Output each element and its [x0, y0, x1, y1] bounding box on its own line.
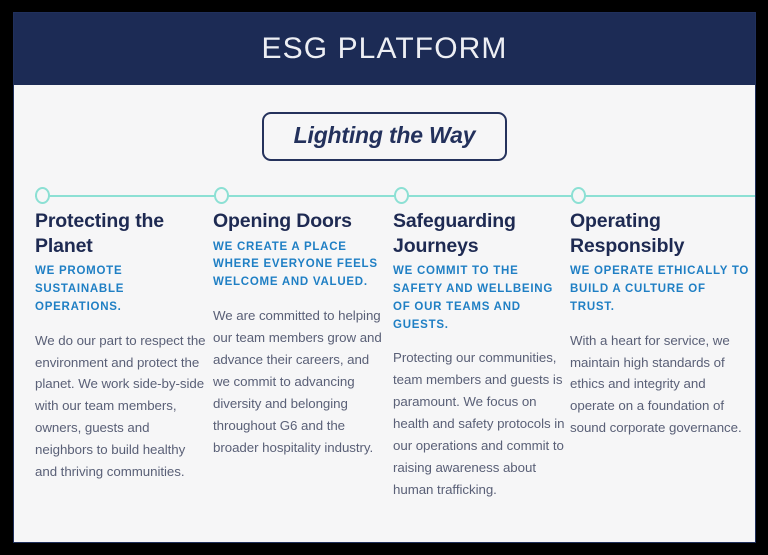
pillar-column-protecting-the-planet: Protecting the Planet WE PROMOTE SUSTAIN…	[35, 209, 207, 483]
pillar-subhead: WE COMMIT TO THE SAFETY AND WELLBEING OF…	[393, 265, 554, 331]
timeline	[14, 184, 755, 208]
pillar-column-safeguarding-journeys: Safeguarding Journeys WE COMMIT TO THE S…	[393, 209, 571, 501]
pillar-subhead: WE CREATE A PLACE WHERE EVERYONE FEELS W…	[213, 240, 378, 289]
pillar-title: Protecting the Planet	[35, 210, 164, 257]
pillar-title: Operating Responsibly	[570, 210, 685, 257]
pillar-columns: Protecting the Planet WE PROMOTE SUSTAIN…	[14, 209, 755, 539]
timeline-node-marker	[35, 187, 50, 204]
page-title: ESG PLATFORM	[261, 32, 508, 65]
timeline-node-marker	[571, 187, 586, 204]
pillar-body: We do our part to respect the environmen…	[35, 332, 206, 480]
pillar-title: Safeguarding Journeys	[393, 210, 516, 257]
header-band: ESG PLATFORM	[14, 13, 755, 85]
pillar-subhead: WE PROMOTE SUSTAINABLE OPERATIONS.	[35, 265, 125, 313]
tagline-label: Lighting the Way	[293, 122, 476, 148]
timeline-node-marker	[214, 187, 229, 204]
pillar-subhead: WE OPERATE ETHICALLY TO BUILD A CULTURE …	[570, 265, 750, 313]
pillar-body: Protecting our communities, team members…	[393, 350, 565, 497]
timeline-node-marker	[394, 187, 409, 204]
pillar-column-opening-doors: Opening Doors WE CREATE A PLACE WHERE EV…	[213, 209, 389, 459]
tagline-container: Lighting the Way	[14, 112, 755, 161]
pillar-body: We are committed to helping our team mem…	[213, 308, 382, 455]
tagline-pill: Lighting the Way	[261, 112, 508, 161]
pillar-title: Opening Doors	[213, 210, 352, 232]
pillar-body: With a heart for service, we maintain hi…	[570, 332, 742, 436]
esg-platform-card: ESG PLATFORM Lighting the Way Protecting…	[13, 12, 756, 543]
pillar-column-operating-responsibly: Operating Responsibly WE OPERATE ETHICAL…	[570, 209, 750, 439]
